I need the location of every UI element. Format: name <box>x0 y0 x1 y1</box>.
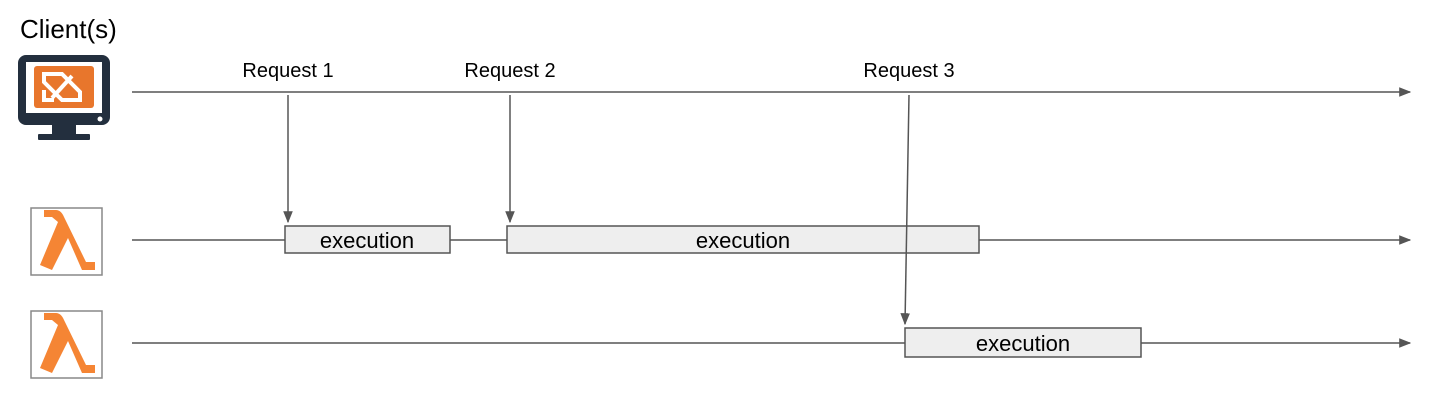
execution-box: execution <box>284 225 451 254</box>
request-2-label: Request 2 <box>464 60 555 82</box>
request-1-label: Request 1 <box>242 60 333 82</box>
execution-label: execution <box>696 228 790 253</box>
execution-label: execution <box>976 331 1070 356</box>
lambda-icon <box>30 207 103 276</box>
execution-box: execution <box>506 225 980 254</box>
execution-label: execution <box>320 228 414 253</box>
client-monitor-icon <box>18 55 110 140</box>
execution-box: execution <box>904 327 1142 358</box>
request-3-label: Request 3 <box>863 60 954 82</box>
request-3-arrow <box>900 94 910 326</box>
client-title: Client(s) <box>20 14 117 44</box>
lambda-icon <box>30 310 103 379</box>
